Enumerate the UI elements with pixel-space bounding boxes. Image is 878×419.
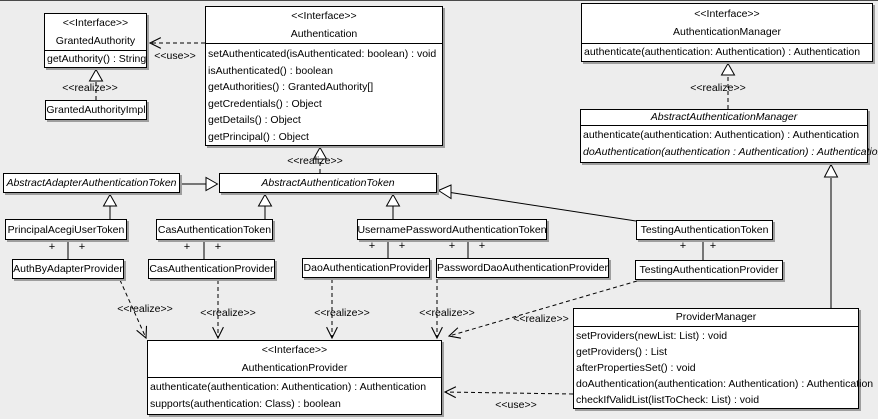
multiplicity-label: + [78, 241, 86, 253]
generalize-edge-abstractadapter [180, 176, 219, 192]
stereotype-label: <<Interface>> [261, 344, 328, 356]
stereotype-label: <<Interface>> [694, 8, 760, 20]
class-name: PasswordDaoAuthenticationProvider [437, 262, 609, 274]
realize-label: <<realize>> [314, 307, 370, 319]
class-password-dao-authentication-provider[interactable]: PasswordDaoAuthenticationProvider [436, 258, 609, 278]
method: doAuthentication(authentication: Authent… [576, 378, 874, 390]
class-name: ProviderManager [675, 311, 757, 323]
method: supports(authentication: Class) : boolea… [150, 398, 341, 410]
method: isAuthenticated() : boolean [208, 64, 333, 77]
multiplicity-label: + [448, 240, 456, 252]
class-name: Authentication [290, 28, 358, 40]
method: setProviders(newList: List) : void [576, 330, 728, 342]
class-name: CasAuthenticationToken [157, 223, 272, 236]
class-auth-by-adapter-provider[interactable]: AuthByAdapterProvider [12, 259, 124, 279]
realize-label: <<realize>> [690, 82, 746, 94]
class-name: TestingAuthenticationProvider [639, 264, 779, 276]
class-authentication[interactable]: <<Interface>> Authentication setAuthenti… [205, 6, 443, 146]
method: authenticate(authentication: Authenticat… [584, 46, 861, 58]
method: getDetails() : Object [208, 114, 301, 126]
generalize-edge-usernamepasswordtoken [385, 193, 401, 219]
multiplicity-label: + [709, 240, 717, 252]
class-abstract-adapter-authentication-token[interactable]: AbstractAdapterAuthenticationToken [3, 173, 180, 193]
multiplicity-label: + [478, 240, 486, 252]
class-cas-authentication-token[interactable]: CasAuthenticationToken [156, 219, 273, 240]
class-name: AbstractAuthenticationManager [650, 111, 798, 123]
window-top-edge [0, 0, 878, 1]
class-testing-authentication-provider[interactable]: TestingAuthenticationProvider [635, 260, 783, 280]
realize-label: <<realize>> [200, 307, 256, 319]
realize-label: <<realize>> [513, 313, 569, 325]
use-label: <<use>> [154, 50, 196, 62]
multiplicity-label: + [368, 240, 376, 252]
multiplicity-label: + [214, 241, 222, 253]
class-name: TestingAuthenticationToken [640, 224, 769, 236]
realize-label: <<realize>> [117, 303, 173, 315]
method: doAuthentication(authentication : Authen… [583, 146, 878, 158]
class-name: DaoAuthenticationProvider [303, 262, 429, 274]
generalize-edge-providermanager [823, 163, 839, 308]
method: setAuthenticated(isAuthenticated: boolea… [208, 48, 437, 60]
method: getPrincipal() : Object [208, 130, 309, 143]
class-cas-authentication-provider[interactable]: CasAuthenticationProvider [148, 259, 275, 279]
class-name: AuthenticationProvider [241, 362, 348, 374]
class-name: GrantedAuthority [55, 35, 136, 47]
class-granted-authority-impl[interactable]: GrantedAuthorityImpl [45, 100, 147, 120]
class-name: AbstractAdapterAuthenticationToken [6, 177, 177, 189]
class-abstract-authentication-manager[interactable]: AbstractAuthenticationManager authentica… [580, 109, 878, 163]
realize-label: <<realize>> [287, 155, 343, 167]
method: getAuthorities() : GrantedAuthority[] [208, 81, 374, 93]
class-authentication-manager[interactable]: <<Interface>> AuthenticationManager auth… [581, 3, 873, 62]
multiplicity-label: + [48, 241, 56, 253]
class-granted-authority[interactable]: <<Interface>> GrantedAuthority getAuthor… [44, 13, 147, 68]
method: getAuthority() : String [47, 53, 147, 65]
class-authentication-provider[interactable]: <<Interface>> AuthenticationProvider aut… [147, 340, 442, 415]
class-username-password-authentication-token[interactable]: UsernamePasswordAuthenticationToken [357, 219, 547, 240]
stereotype-label: <<Interface>> [62, 17, 129, 29]
method: authenticate(authentication: Authenticat… [150, 381, 427, 393]
class-principal-acegi-user-token[interactable]: PrincipalAcegiUserToken [5, 219, 127, 240]
method: getCredentials() : Object [208, 97, 322, 110]
generalize-edge-principalacegiusertoken [102, 193, 118, 219]
multiplicity-label: + [183, 241, 191, 253]
method: checkIfValidList(listToCheck: List) : vo… [576, 394, 760, 406]
generalize-edge-casauthenticationtoken [257, 193, 273, 219]
class-name: GrantedAuthorityImpl [46, 104, 146, 116]
realize-edges-providers [119, 279, 638, 338]
method: authenticate(authentication: Authenticat… [583, 129, 860, 141]
class-provider-manager[interactable]: ProviderManager setProviders(newList: Li… [573, 308, 874, 409]
class-name: AuthByAdapterProvider [13, 263, 123, 275]
class-testing-authentication-token[interactable]: TestingAuthenticationToken [636, 220, 773, 240]
multiplicity-label: + [679, 240, 687, 252]
class-dao-authentication-provider[interactable]: DaoAuthenticationProvider [302, 258, 430, 278]
class-name: CasAuthenticationProvider [149, 263, 274, 275]
realize-label: <<realize>> [419, 307, 475, 319]
class-name: AuthenticationManager [673, 26, 781, 38]
class-abstract-authentication-token[interactable]: AbstractAuthenticationToken [219, 173, 437, 193]
stereotype-label: <<Interface>> [291, 10, 357, 22]
realize-label: <<realize>> [62, 82, 118, 94]
method: getProviders() : List [576, 346, 668, 358]
generalize-edge-testingauthenticationtoken [437, 184, 637, 222]
class-name: AbstractAuthenticationToken [261, 177, 395, 189]
association-edges [67, 240, 704, 260]
method: afterPropertiesSet() : void [576, 362, 696, 374]
class-name: UsernamePasswordAuthenticationToken [357, 223, 547, 236]
multiplicity-label: + [398, 240, 406, 252]
class-name: PrincipalAcegiUserToken [7, 223, 125, 236]
use-label: <<use>> [495, 399, 537, 411]
use-edge-providermanager [445, 392, 574, 394]
